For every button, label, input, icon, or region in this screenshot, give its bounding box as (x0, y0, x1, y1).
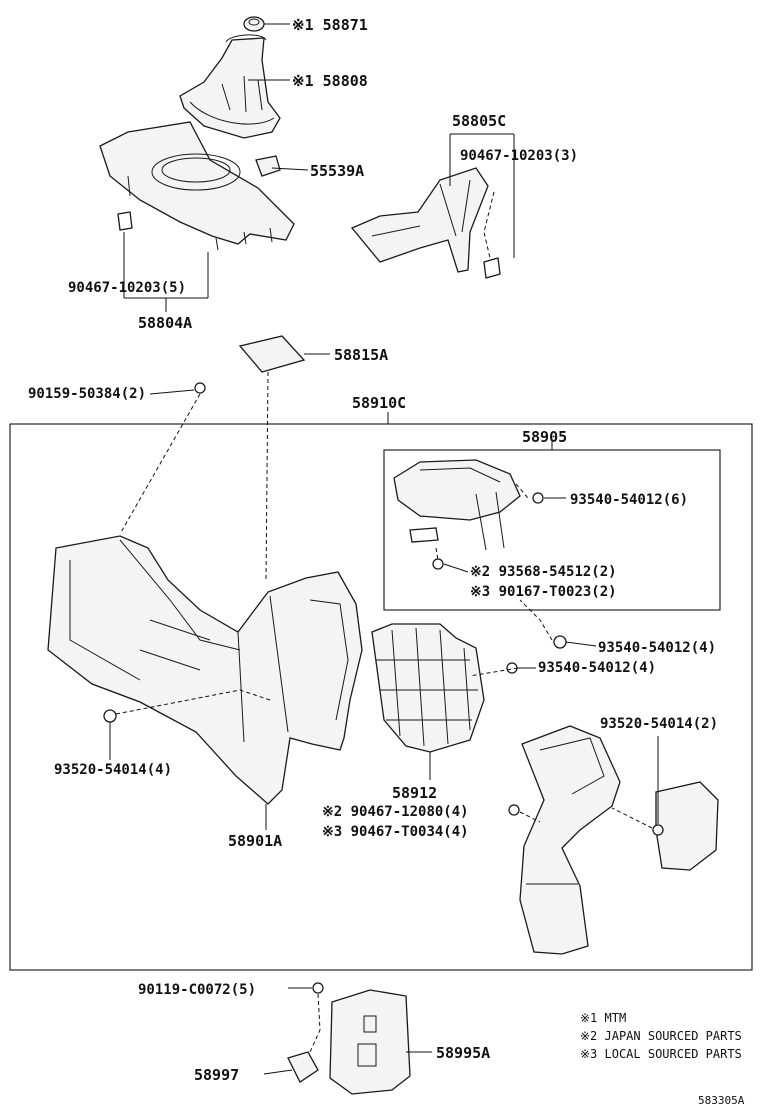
diagram-code: 583305A (698, 1094, 745, 1107)
label-93540-54012-4a: 93540-54012(4) (598, 640, 716, 656)
note-japan-sourced: ※2 JAPAN SOURCED PARTS (580, 1029, 742, 1043)
label-58815a: 58815A (334, 346, 388, 364)
label-58871: ※1 58871 (292, 16, 368, 34)
label-58905: 58905 (522, 428, 567, 446)
armrest-lid-part (393, 459, 521, 551)
cover-right-part (655, 781, 719, 871)
clip-part (117, 211, 133, 231)
note-mtm: ※1 MTM (580, 1011, 626, 1025)
assembly-58910c-box (9, 423, 753, 971)
clip-right-part (483, 257, 501, 279)
screw-icon (103, 382, 664, 994)
cover-55539a-part (255, 155, 281, 177)
hinge-part (409, 527, 439, 543)
label-93520-54014-4: 93520-54014(4) (54, 762, 172, 778)
label-90159-50384: 90159-50384(2) (28, 386, 146, 402)
label-58805c: 58805C (452, 112, 506, 130)
label-58804a: 58804A (138, 314, 192, 332)
console-upper-panel-part (99, 121, 295, 251)
label-90467-t0034: ※3 90467-T0034(4) (322, 824, 469, 840)
assembly-lines (115, 191, 653, 1053)
label-93520-54014-2: 93520-54014(2) (600, 716, 718, 732)
label-93568-54512: ※2 93568-54512(2) (470, 564, 617, 580)
shift-boot-part (179, 34, 281, 139)
label-55539a: 55539A (310, 162, 364, 180)
bracket-58995a-part (329, 989, 411, 1095)
note-local-sourced: ※3 LOCAL SOURCED PARTS (580, 1047, 742, 1061)
label-58910c: 58910C (352, 394, 406, 412)
label-93540-54012-6: 93540-54012(6) (570, 492, 688, 508)
bracket-58805c-part (350, 167, 489, 273)
label-58901a: 58901A (228, 832, 282, 850)
label-90467-10203-3: 90467-10203(3) (460, 148, 578, 164)
console-body-part (47, 535, 363, 805)
box-58912-part (371, 623, 485, 753)
label-90467-12080: ※2 90467-12080(4) (322, 804, 469, 820)
label-58808: ※1 58808 (292, 72, 368, 90)
mat-58815a-part (238, 335, 306, 373)
label-90167-t0023: ※3 90167-T0023(2) (470, 584, 617, 600)
label-90467-10203-5: 90467-10203(5) (68, 280, 186, 296)
label-58912: 58912 (392, 784, 437, 802)
shift-knob-cap-part (243, 16, 265, 32)
front-console-part (519, 725, 621, 955)
label-90119-c0072: 90119-C0072(5) (138, 982, 256, 998)
label-93540-54012-4b: 93540-54012(4) (538, 660, 656, 676)
label-58997: 58997 (194, 1066, 239, 1084)
leader-lines (109, 23, 659, 1075)
label-58995a: 58995A (436, 1044, 490, 1062)
bracket-58997-part (287, 1051, 319, 1083)
